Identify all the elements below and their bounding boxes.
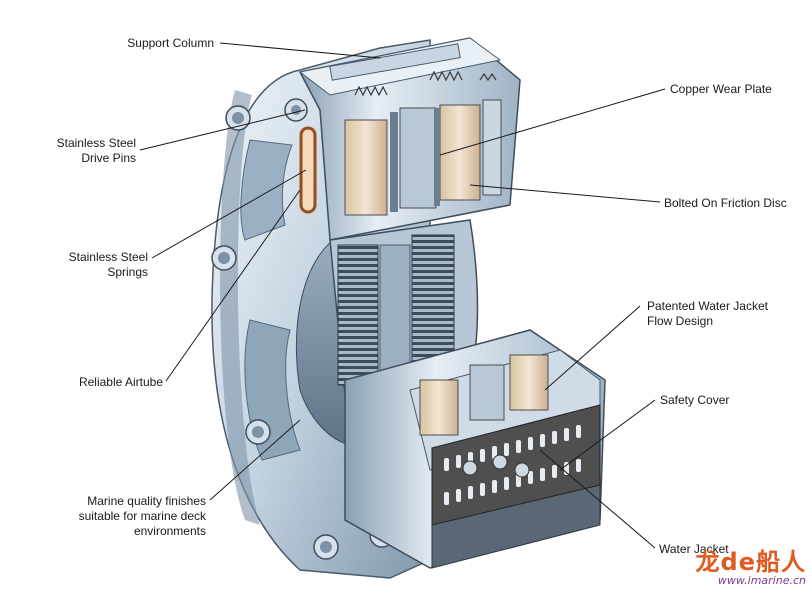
label-springs: Stainless Steel Springs (2, 250, 148, 280)
watermark-logo: 龙de船人 (695, 548, 806, 576)
label-springs-line1: Stainless Steel (68, 250, 148, 264)
leader-lines (139, 42, 666, 549)
label-water-jacket-flow-line1: Patented Water Jacket (647, 299, 768, 313)
label-water-jacket-flow: Patented Water Jacket Flow Design (647, 299, 768, 329)
label-copper-wear-plate: Copper Wear Plate (670, 82, 772, 96)
label-airtube: Reliable Airtube (78, 375, 163, 389)
springs-top (354, 70, 497, 97)
upper-friction-discs (344, 99, 502, 216)
gear-hub (329, 219, 479, 396)
label-springs-line2: Springs (107, 265, 148, 279)
label-drive-pins-line2: Drive Pins (81, 151, 136, 165)
label-water-jacket: Water Jacket (659, 542, 729, 556)
label-marine-finish-line1: Marine quality finishes (87, 494, 206, 508)
safety-cover (431, 404, 601, 526)
label-friction-disc: Bolted On Friction Disc (664, 196, 787, 210)
label-marine-finish-line3: environments (133, 524, 206, 538)
watermark-url: www.imarine.cn (717, 574, 806, 587)
label-drive-pins: Stainless Steel Drive Pins (2, 136, 136, 166)
label-drive-pins-line1: Stainless Steel (56, 136, 136, 150)
label-support-column: Support Column (127, 36, 214, 50)
label-marine-finish-line2: suitable for marine deck (78, 509, 206, 523)
label-marine-finish: Marine quality finishes suitable for mar… (2, 494, 206, 539)
label-water-jacket-flow-line2: Flow Design (647, 314, 714, 328)
label-safety-cover: Safety Cover (660, 393, 730, 407)
watermark: 龙de船人 www.imarine.cn (696, 549, 806, 587)
